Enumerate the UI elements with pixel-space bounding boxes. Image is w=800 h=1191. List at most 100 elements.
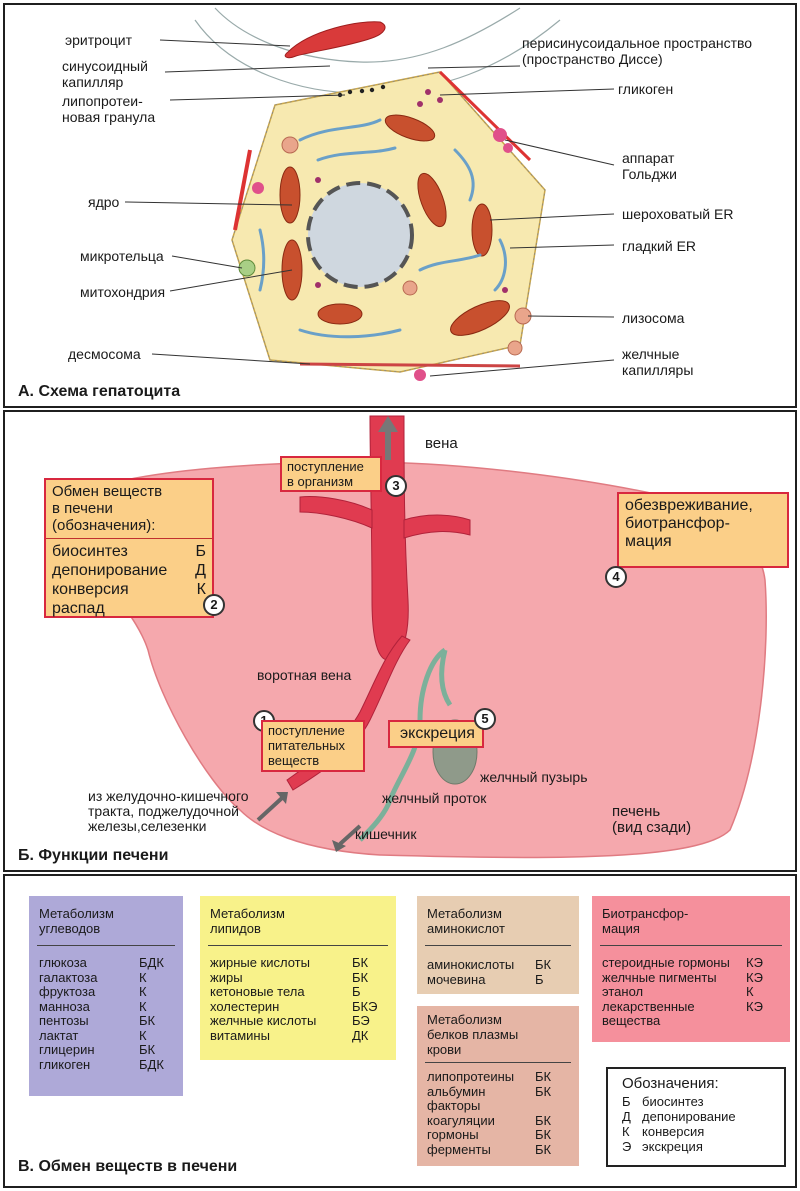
lipids-code: Б (352, 984, 361, 999)
intake-box: поступление в организм (280, 456, 382, 492)
label-gallbladder: желчный пузырь (480, 769, 588, 785)
lipids-row: кетоновые тела Б (210, 984, 386, 1000)
process-row: распад (52, 599, 206, 618)
plasma-code: БК (535, 1141, 552, 1157)
marker-2: 2 (203, 594, 225, 616)
label-erythrocyte: эритроцит (65, 32, 132, 48)
amino-head-1: Метаболизм (427, 906, 502, 921)
label-lysosome: лизосома (622, 310, 685, 326)
label-lipoprotein-1: липопротеи- (62, 93, 143, 109)
biotrans-substance: лекарственные (602, 998, 695, 1014)
label-vein: вена (425, 435, 458, 452)
hepatocyte-illustration (124, 7, 615, 381)
carbs-code: К (139, 1027, 147, 1043)
label-microbody: микротельца (80, 248, 164, 264)
label-intestine: кишечник (355, 826, 417, 842)
amino-code: БК (535, 957, 552, 972)
carbs-substance: пентозы (39, 1013, 89, 1028)
nutrients-line-2: питательных (268, 738, 346, 753)
plasma-head-1: Метаболизм (427, 1012, 502, 1027)
plasma-substance: ферменты (427, 1141, 491, 1157)
biotrans-substance: этанол (602, 984, 644, 999)
lipids-substance: жирные кислоты (210, 955, 310, 970)
carbs-head-2: углеводов (39, 921, 101, 936)
label-golgi-1: аппарат (622, 150, 675, 166)
lipids-substance: холестерин (210, 998, 280, 1014)
legend-head-1: Обмен веществ (52, 483, 163, 500)
detox-line-2: биотрансфор- (625, 515, 730, 532)
lipids-code: БК (352, 969, 369, 985)
amino-substance: мочевина (427, 971, 486, 987)
plasma-code: БК (535, 1112, 552, 1128)
lipids-head-1: Метаболизм (210, 906, 285, 921)
carbs-code: БК (139, 1042, 156, 1057)
nutrients-line-3: веществ (268, 753, 320, 768)
microbody-icon (238, 259, 256, 277)
carbs-row: галактоза К (39, 969, 173, 986)
legend-meaning: биосинтез (642, 1094, 704, 1109)
plasma-row: факторы (427, 1098, 569, 1114)
metabolism-legend-box: Обмен веществ в печени (обозначения): би… (44, 478, 214, 618)
label-golgi-2: Гольджи (622, 166, 677, 182)
detox-line-1: обезвреживание, (625, 497, 753, 514)
label-portal-vein: воротная вена (257, 667, 352, 683)
plasma-substance: гормоны (427, 1127, 479, 1142)
process-name: конверсия (52, 581, 129, 598)
lipids-substance: кетоновые тела (210, 984, 305, 999)
marker-4: 4 (605, 566, 627, 588)
label-bile-cap-2: капилляры (622, 362, 694, 378)
label-from-1: из желудочно-кишечного (88, 788, 249, 804)
carbs-substance: фруктоза (39, 984, 96, 999)
carbs-code: БДК (139, 1056, 164, 1072)
plasma-head-3: крови (427, 1042, 462, 1057)
lipids-code: БЭ (352, 1013, 370, 1028)
label-desmosome: десмосома (68, 346, 141, 362)
nutrients-line-1: поступление (268, 723, 345, 738)
process-code: Д (195, 562, 206, 579)
biotrans-substance: желчные пигменты (602, 969, 717, 985)
biotrans-code: К (746, 984, 754, 999)
carbs-code: БДК (139, 955, 164, 970)
process-row: депонирование Д (52, 561, 206, 580)
carbs-substance: гликоген (39, 1056, 91, 1072)
label-bile-cap-1: желчные (622, 346, 680, 362)
biotrans-code: КЭ (746, 969, 763, 985)
legend-head-2: в печени (52, 500, 113, 517)
detox-line-3: мация (625, 533, 672, 550)
label-glycogen: гликоген (618, 81, 674, 97)
label-from-3: железы,селезенки (88, 818, 207, 834)
lipids-substance: витамины (210, 1027, 270, 1043)
label-sinusoid-2: капилляр (62, 74, 124, 90)
legend-meaning: депонирование (642, 1109, 736, 1124)
plasma-code: БК (535, 1127, 552, 1142)
biotrans-substance: стероидные гормоны (602, 955, 730, 970)
label-smooth-er: гладкий ER (622, 238, 697, 254)
label-disse-2: (пространство Диссе) (522, 51, 663, 67)
legend-code: К (622, 1124, 630, 1139)
carbs-code: К (139, 969, 147, 985)
biotrans-row: этанол К (602, 984, 780, 1000)
plasma-substance: альбумин (427, 1083, 486, 1099)
carbs-substance: галактоза (39, 969, 98, 985)
plasma-substance: липопротеины (427, 1069, 515, 1084)
process-name: депонирование (52, 562, 168, 579)
legend-code: Б (622, 1094, 631, 1109)
plasma-code (535, 1099, 569, 1114)
label-disse-1: перисинусоидальное пространство (522, 35, 753, 51)
